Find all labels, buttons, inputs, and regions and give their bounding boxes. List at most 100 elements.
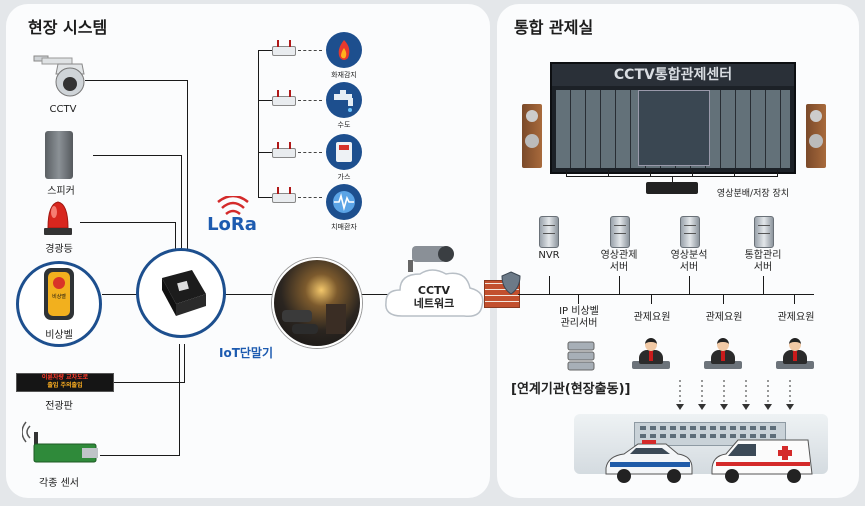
fire-icon	[326, 32, 362, 68]
cctv-label: CCTV	[49, 104, 77, 115]
gas-meter-icon	[326, 134, 362, 170]
speaker-label: 스피커	[47, 186, 75, 197]
connector-line	[85, 80, 188, 81]
server-label: NVR	[524, 250, 574, 262]
lora-label: LoRa	[207, 214, 257, 235]
connector-line	[181, 155, 182, 258]
server-icon	[754, 216, 774, 248]
iot-terminal-label: IoT단말기	[218, 346, 273, 360]
shield-icon	[501, 271, 521, 295]
sensor-node-label: 수도	[337, 121, 351, 129]
dashed-link	[298, 100, 322, 101]
ip-server-label-line: 관리서버	[560, 318, 598, 329]
sensors-label: 각종 센서	[39, 478, 79, 489]
ip-server-label-line: IP 비상벨	[559, 306, 599, 317]
network-label-line: 네트워크	[413, 297, 455, 310]
connector-line	[93, 155, 182, 156]
sensor-module-icon	[22, 421, 98, 463]
connector-line	[723, 294, 724, 304]
sensor-node-device	[272, 40, 296, 56]
connector-line	[608, 170, 609, 177]
connector-line	[184, 344, 185, 383]
dashed-link	[298, 50, 322, 51]
server-label-line: 영상분석	[670, 250, 708, 261]
agency-label: [연계기관(현장출동)]	[511, 382, 631, 397]
cctv-camera-icon	[408, 246, 454, 272]
server-label-line: 서버	[609, 262, 629, 273]
network-label: CCTV 네트워크	[394, 284, 474, 310]
connector-line	[692, 170, 693, 177]
iot-terminal-icon[interactable]	[152, 264, 212, 324]
sign-board-line: 이륜차량 교차도로	[41, 374, 89, 381]
server-label-line: NVR	[538, 250, 560, 261]
server-label-line: 통합관리	[744, 250, 782, 261]
server-label: 영상관제 서버	[594, 250, 644, 274]
operator-label: 관제요원	[633, 312, 671, 323]
video-wall-title: CCTV통합관제센터	[552, 64, 794, 86]
video-wall: CCTV통합관제센터	[550, 62, 796, 174]
connector-line	[102, 294, 142, 295]
ambulance-icon	[711, 439, 813, 483]
faucet-icon	[326, 82, 362, 118]
connector-line	[650, 170, 651, 177]
server-label: 통합관리 서버	[738, 250, 788, 274]
connector-line	[619, 276, 620, 294]
server-label-line: 영상관제	[600, 250, 638, 261]
speaker-icon	[806, 104, 826, 168]
sign-board-label: 전광판	[45, 401, 73, 412]
connector-line	[220, 294, 275, 295]
operator-icon	[776, 338, 814, 369]
emergency-bell-icon[interactable]: 비상벨	[44, 268, 74, 320]
connector-line	[689, 276, 690, 294]
connector-line	[777, 170, 778, 177]
speaker-icon	[522, 104, 542, 168]
led-sign-board: 이륜차량 교차도로 출입 주의출입	[16, 373, 114, 392]
sensor-node-label: 화재감지	[331, 71, 357, 79]
wireless-signal-icon	[217, 196, 249, 215]
server-icon	[610, 216, 630, 248]
connector-line	[112, 382, 185, 383]
connector-line	[549, 276, 550, 294]
connector-line	[100, 455, 180, 456]
network-cloud	[385, 269, 484, 318]
connector-line	[258, 100, 272, 101]
lora-trunk-line	[258, 50, 259, 198]
connector-line	[258, 197, 272, 198]
connector-line	[175, 222, 176, 258]
connector-line	[566, 170, 567, 177]
connector-line	[258, 50, 272, 51]
operator-icon	[704, 338, 742, 369]
cctv-camera-icon	[33, 55, 85, 97]
dashed-link	[298, 197, 322, 198]
warning-light-icon	[44, 201, 72, 235]
speaker-icon	[45, 131, 73, 179]
map-display	[638, 90, 710, 166]
sensor-node-device	[272, 90, 296, 106]
sensor-node-label: 치매환자	[331, 223, 357, 231]
field-system-title: 현장 시스템	[28, 18, 108, 37]
backbone-line	[518, 294, 814, 295]
operator-label: 관제요원	[777, 312, 815, 323]
connector-line	[187, 80, 188, 258]
network-label-line: CCTV	[417, 284, 451, 297]
server-label: 영상분석 서버	[664, 250, 714, 274]
sensor-node-device	[272, 187, 296, 203]
beacon-label: 경광등	[45, 244, 73, 255]
sensor-node-device	[272, 142, 296, 158]
connector-line	[734, 170, 735, 177]
street-photo	[272, 258, 362, 348]
server-label-line: 서버	[753, 262, 773, 273]
dispatch-arrows	[676, 380, 794, 410]
police-car-icon	[605, 440, 693, 483]
storage-label: 영상분배/저장 장치	[716, 189, 790, 199]
connector-line	[357, 294, 392, 295]
database-server-icon	[567, 341, 595, 371]
connector-line	[80, 222, 176, 223]
dementia-patient-icon	[326, 184, 362, 220]
connector-line	[258, 152, 272, 153]
server-label-line: 서버	[679, 262, 699, 273]
control-room-title: 통합 관제실	[514, 18, 594, 37]
connector-line	[179, 344, 180, 456]
operator-label: 관제요원	[705, 312, 743, 323]
connector-line	[763, 276, 764, 294]
